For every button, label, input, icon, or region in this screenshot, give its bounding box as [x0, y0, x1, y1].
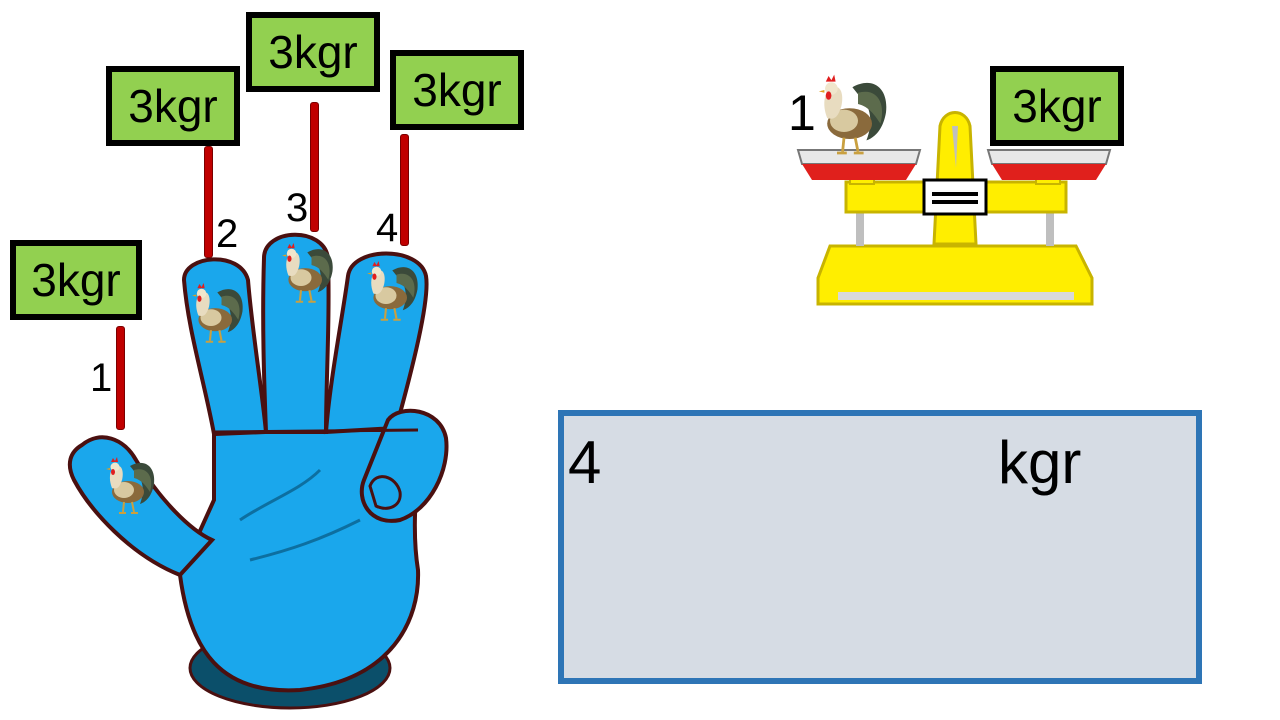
finger-3-stick	[310, 102, 319, 232]
balance-scale-icon	[796, 111, 1112, 306]
finger-4-weight: 3kgr	[412, 64, 502, 116]
finger-3-weight: 3kgr	[268, 26, 358, 78]
question-unit: kgr	[998, 429, 1082, 496]
rooster-icon	[817, 73, 888, 155]
finger-2-number: 2	[216, 212, 239, 256]
finger-2-weight-tag: 3kgr	[106, 66, 240, 146]
finger-1-weight: 3kgr	[31, 254, 121, 306]
finger-4-weight-tag: 3kgr	[390, 50, 524, 130]
finger-3-number: 3	[286, 186, 309, 230]
finger-1-number: 1	[90, 356, 113, 400]
scale-count: 1	[788, 85, 816, 141]
scale-weight: 3kgr	[1012, 80, 1102, 132]
scale-weight-tag: 3kgr	[990, 66, 1124, 146]
finger-2-weight: 3kgr	[128, 80, 218, 132]
finger-1-weight-tag: 3kgr	[10, 240, 142, 320]
finger-1-stick	[116, 326, 125, 430]
question-count: 4	[568, 429, 602, 496]
question-panel	[558, 410, 1202, 684]
finger-3-weight-tag: 3kgr	[246, 12, 380, 92]
finger-2-stick	[204, 146, 213, 258]
finger-4-number: 4	[376, 206, 399, 250]
finger-4-stick	[400, 134, 409, 246]
